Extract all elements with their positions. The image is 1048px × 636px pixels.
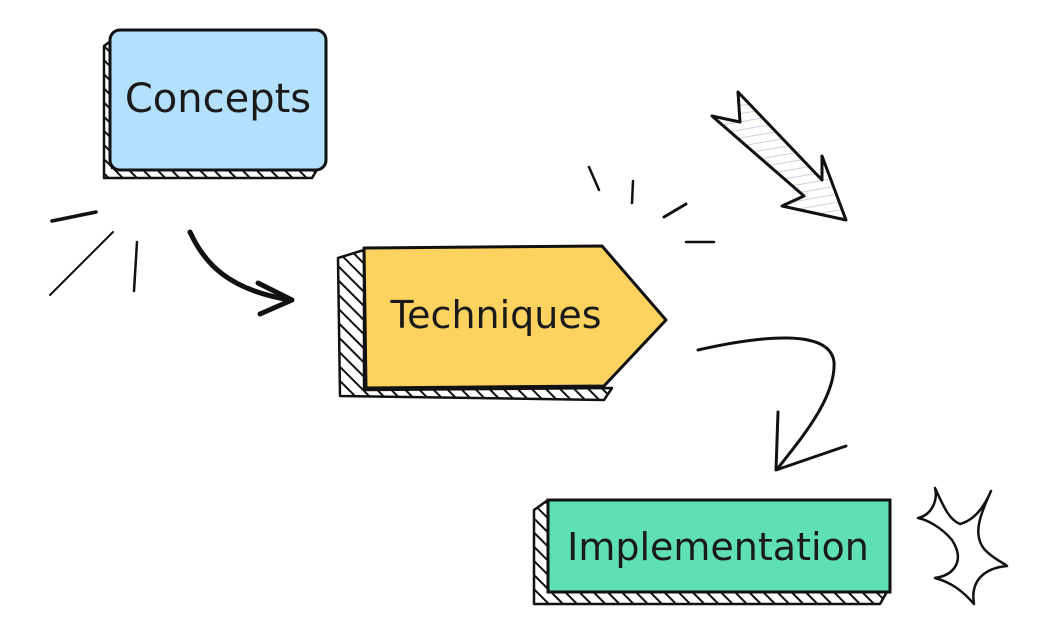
arrowhead: [255, 280, 295, 317]
star-burst-icon: [916, 486, 1009, 606]
node-implementation[interactable]: Implementation: [532, 498, 892, 606]
emphasis-lines-techniques: [587, 165, 716, 244]
curved-arrow-line: [187, 229, 293, 303]
curved-arrow-line: [696, 336, 836, 470]
node-concepts[interactable]: Concepts: [102, 28, 328, 180]
implementation-box: [546, 498, 892, 594]
connector-concepts-techniques: [187, 229, 295, 317]
techniques-label: Techniques: [389, 293, 601, 337]
implementation-label: Implementation: [567, 525, 869, 569]
techniques-shape: [362, 244, 668, 390]
concepts-label: Concepts: [125, 76, 311, 122]
node-techniques[interactable]: Techniques: [336, 244, 668, 402]
arrowhead: [774, 410, 848, 472]
block-arrow-icon: [710, 90, 848, 222]
connector-techniques-implementation: [696, 336, 848, 472]
emphasis-lines-concepts: [49, 210, 139, 296]
concepts-box: [108, 28, 328, 172]
